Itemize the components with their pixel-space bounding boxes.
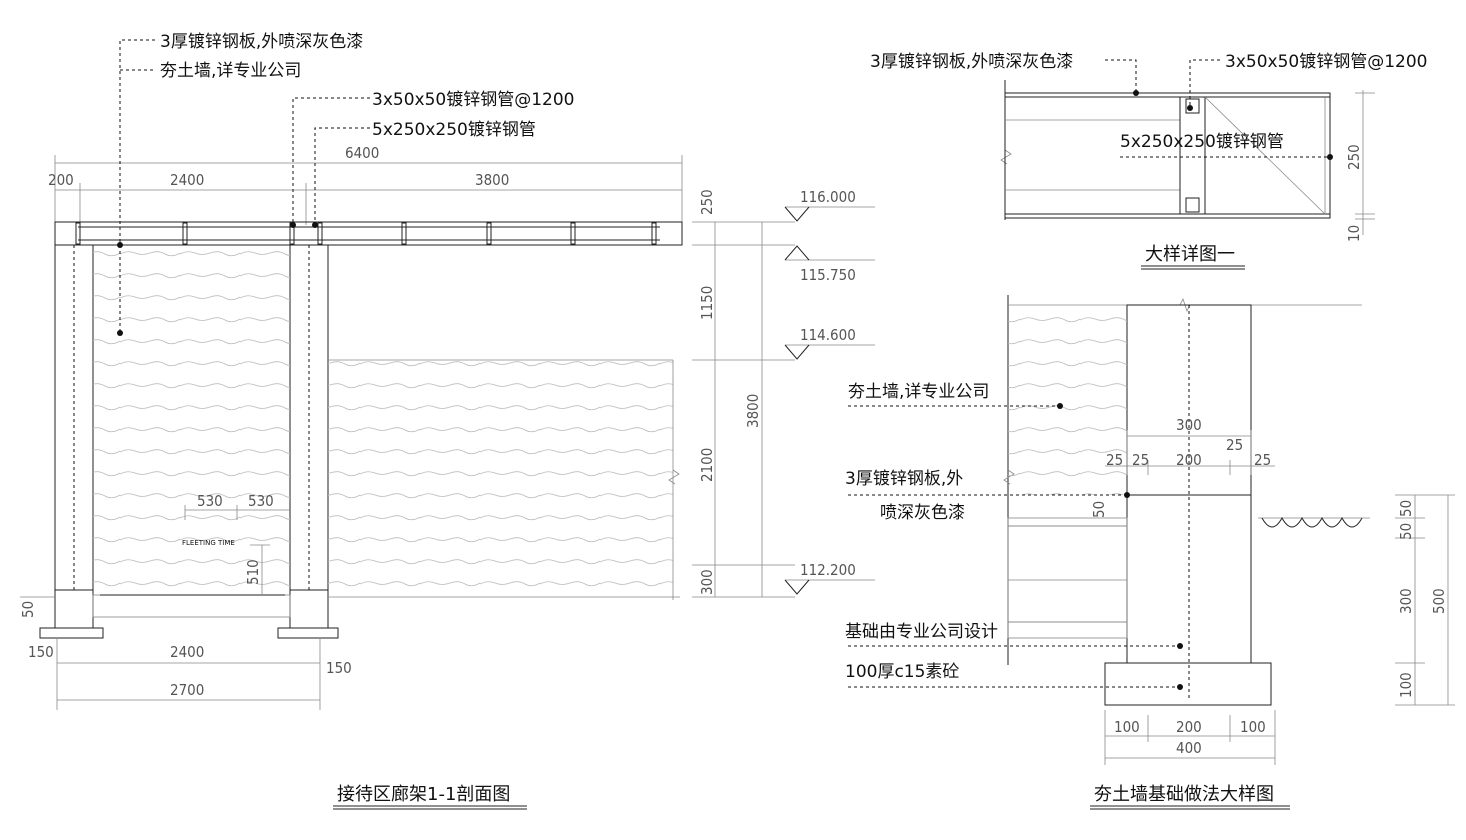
svg-text:115.750: 115.750 xyxy=(800,266,856,284)
fd-dim-300: 300 xyxy=(1397,588,1415,614)
dim-530-a: 530 xyxy=(197,492,223,510)
dim-50-left: 50 xyxy=(19,601,37,618)
svg-text:112.200: 112.200 xyxy=(800,561,856,579)
right-base-slab xyxy=(277,627,339,639)
rammed-earth-wall-right xyxy=(328,360,673,590)
fd-note-foundation-design: 基础由专业公司设计 xyxy=(845,622,998,642)
note-rammed-earth: 夯土墙,详专业公司 xyxy=(160,61,301,81)
fd-note-rammed-earth: 夯土墙,详专业公司 xyxy=(848,382,989,402)
detail-note-steel-tube-50: 3x50x50镀锌钢管@1200 xyxy=(1225,52,1427,72)
elevation-114600: 114.600 xyxy=(784,326,875,360)
left-rammed-earth-column xyxy=(54,244,94,591)
dim-1150: 1150 xyxy=(698,286,716,320)
fd-dim-100-b: 100 xyxy=(1240,718,1266,736)
dim-150-left: 150 xyxy=(28,643,54,661)
section-title: 接待区廊架1-1剖面图 xyxy=(337,784,510,805)
steel-tube-ribs xyxy=(75,222,657,245)
fd-note-steel-plate-2: 喷深灰色漆 xyxy=(880,503,965,523)
fd-dim-50-b: 50 xyxy=(1397,523,1415,540)
left-footing xyxy=(54,589,94,629)
fd-dim-100-a: 100 xyxy=(1114,718,1140,736)
detail-title: 大样详图一 xyxy=(1145,244,1235,265)
note-steel-plate: 3厚镀锌钢板,外喷深灰色漆 xyxy=(160,32,363,52)
dim-250: 250 xyxy=(698,189,716,215)
detail-beam-outline xyxy=(1004,92,1331,219)
foundation-title: 夯土墙基础做法大样图 xyxy=(1094,784,1274,805)
floor-slab xyxy=(92,594,291,618)
top-beam xyxy=(54,221,683,246)
detail-1: 3厚镀锌钢板,外喷深灰色漆 3x50x50镀锌钢管@1200 5x250x250… xyxy=(870,52,1427,270)
dim-300: 300 xyxy=(698,569,716,595)
dim-2400: 2400 xyxy=(170,171,204,189)
fd-dim-50-a: 50 xyxy=(1397,500,1415,517)
dim-200: 200 xyxy=(48,171,74,189)
elevation-116000: 116.000 xyxy=(784,188,875,222)
fd-dim-25-a: 25 xyxy=(1226,436,1243,454)
svg-text:116.000: 116.000 xyxy=(800,188,856,206)
foundation-detail: 300 25 25 25 200 25 100 200 100 400 50 5… xyxy=(845,295,1455,810)
fd-dim-25-b: 25 xyxy=(1106,451,1123,469)
dim-510: 510 xyxy=(244,559,262,585)
small-steel-tube xyxy=(1185,98,1200,114)
fd-dim-100: 100 xyxy=(1397,672,1415,698)
fleeting-time-text: FLEETING TIME xyxy=(182,539,235,547)
note-steel-tube-250: 5x250x250镀锌钢管 xyxy=(372,120,536,140)
dim-2700: 2700 xyxy=(170,681,204,699)
fd-dim-25-c: 25 xyxy=(1132,451,1149,469)
fd-dim-25-d: 25 xyxy=(1254,451,1271,469)
dim-3800-vertical: 3800 xyxy=(744,394,762,428)
dim-530-b: 530 xyxy=(248,492,274,510)
elevation-115750: 115.750 xyxy=(784,245,875,284)
right-rammed-earth-column xyxy=(289,244,329,591)
left-base-slab xyxy=(39,627,104,639)
dim-2100: 2100 xyxy=(698,448,716,482)
svg-text:114.600: 114.600 xyxy=(800,326,856,344)
detail-note-steel-tube-250: 5x250x250镀锌钢管 xyxy=(1120,132,1284,152)
fd-dim-400: 400 xyxy=(1176,739,1202,757)
right-footing xyxy=(289,589,329,629)
note-steel-tube-50: 3x50x50镀锌钢管@1200 xyxy=(372,90,574,110)
section-1-1: 6400 200 2400 3800 xyxy=(19,32,875,810)
detail-note-steel-plate: 3厚镀锌钢板,外喷深灰色漆 xyxy=(870,52,1073,72)
fd-note-steel-plate-1: 3厚镀锌钢板,外 xyxy=(845,469,963,489)
fd-dim-300: 300 xyxy=(1176,416,1202,434)
fd-dim-500: 500 xyxy=(1430,588,1448,614)
elevation-112200: 112.200 xyxy=(784,561,875,595)
fd-dim-200-bottom: 200 xyxy=(1176,718,1202,736)
dim-150-right: 150 xyxy=(326,659,352,677)
detail-dim-10: 10 xyxy=(1345,225,1363,242)
fd-note-concrete: 100厚c15素砼 xyxy=(845,662,959,682)
fd-dim-200: 200 xyxy=(1176,451,1202,469)
rammed-earth-wall-back xyxy=(93,245,290,590)
c15-concrete-base xyxy=(1104,662,1272,706)
detail-dim-250: 250 xyxy=(1345,144,1363,170)
dim-3800: 3800 xyxy=(475,171,509,189)
dim-6400: 6400 xyxy=(345,144,379,162)
fd-dim-50-left: 50 xyxy=(1090,501,1108,518)
dim-2400-bottom: 2400 xyxy=(170,643,204,661)
